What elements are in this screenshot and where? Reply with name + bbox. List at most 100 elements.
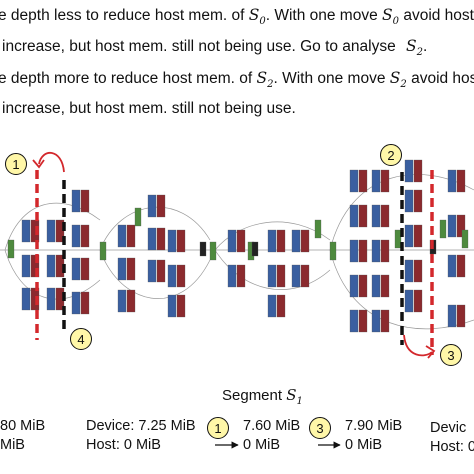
layer-block-blue: [21, 254, 31, 278]
layer-block-red: [176, 229, 186, 253]
instruction-line-2: increase, but host mem. still not being …: [2, 37, 427, 62]
layer-block-red: [380, 169, 390, 193]
small-node: [439, 219, 447, 239]
layer-block-blue: [447, 169, 457, 193]
small-node: [461, 229, 469, 249]
math-subscript: 0: [392, 16, 400, 28]
layer-block-blue: [349, 274, 359, 298]
segment-label: Segment S1: [222, 386, 303, 407]
move1-device-mem: 7.60 MiB: [243, 418, 301, 434]
s1-device-mem: Device: 7.25 MiB: [86, 418, 196, 434]
layer-block-blue: [267, 229, 277, 253]
math-symbol: S: [406, 37, 417, 55]
segment-symbol: S: [286, 386, 297, 404]
layer-block-blue: [267, 264, 277, 288]
math-subscript: 2: [400, 79, 407, 91]
right-host-mem: Host: 0: [430, 439, 474, 455]
small-node: [209, 241, 217, 261]
layer-block-blue: [404, 224, 414, 248]
small-node-dark: [251, 241, 259, 257]
layer-block-blue: [46, 287, 56, 311]
layer-block-blue: [117, 257, 127, 281]
layer-block-blue: [404, 189, 414, 213]
marker-3: 3: [440, 344, 462, 366]
layer-block-red: [300, 264, 310, 288]
instruction-line-4: increase, but host mem. still not being …: [2, 100, 296, 118]
layer-block-blue: [371, 204, 381, 228]
layer-block-blue: [349, 309, 359, 333]
right-device-mem: Devic: [430, 420, 467, 436]
network-graph-diagram: [0, 152, 474, 359]
small-node: [329, 241, 337, 261]
math-symbol: S: [248, 6, 260, 24]
instruction-text: increase, but host mem. still not being …: [2, 100, 296, 117]
layer-block-blue: [404, 289, 414, 313]
layer-block-blue: [267, 294, 277, 318]
layer-block-blue: [404, 259, 414, 283]
small-node-dark: [199, 241, 207, 257]
layer-block-blue: [21, 287, 31, 311]
layer-block-red: [380, 309, 390, 333]
layer-block-blue: [371, 274, 381, 298]
layer-block-blue: [371, 169, 381, 193]
layer-block-blue: [117, 289, 127, 313]
layer-block-red: [30, 287, 40, 311]
layer-block-red: [358, 274, 368, 298]
graph-edge: [99, 249, 211, 299]
layer-block-blue: [147, 227, 157, 251]
move3-device-mem: 7.90 MiB: [345, 418, 403, 434]
layer-block-blue: [167, 229, 177, 253]
layer-block-blue: [46, 254, 56, 278]
marker-2: 2: [380, 144, 402, 166]
layer-block-blue: [447, 214, 457, 238]
layer-block-red: [126, 289, 136, 313]
layer-block-blue: [349, 169, 359, 193]
instruction-text: e depth less to reduce host mem. of: [0, 7, 249, 24]
small-node: [7, 239, 15, 259]
layer-block-blue: [349, 239, 359, 263]
marker-1: 1: [5, 153, 27, 175]
instruction-text: avoid host: [399, 7, 474, 24]
layer-block-blue: [167, 264, 177, 288]
layer-block-blue: [291, 229, 301, 253]
graph-edge: [4, 249, 101, 300]
layer-block-red: [176, 294, 186, 318]
move-arrow-bottom: [403, 334, 433, 357]
instruction-line-1: e depth less to reduce host mem. of S0. …: [0, 6, 474, 31]
layer-block-blue: [147, 259, 157, 283]
segment-subscript: 1: [296, 396, 303, 407]
layer-block-red: [413, 259, 423, 283]
layer-block-blue: [291, 264, 301, 288]
layer-block-blue: [349, 204, 359, 228]
layer-block-red: [358, 239, 368, 263]
cut-lines: [35, 170, 434, 355]
layer-block-red: [126, 224, 136, 248]
layer-block-blue: [371, 309, 381, 333]
instruction-text: .: [423, 38, 428, 55]
instruction-line-3: e depth more to reduce host mem. of S2. …: [0, 69, 474, 94]
graph-blocks: [7, 159, 469, 333]
math-symbol: S: [256, 69, 268, 87]
left-host-mem: MiB: [0, 437, 25, 453]
layer-block-red: [456, 169, 466, 193]
layer-block-red: [236, 229, 246, 253]
marker-1-small: 1: [207, 417, 229, 439]
math-subscript: 0: [259, 16, 266, 28]
layer-block-red: [358, 204, 368, 228]
move-arrow-bottom-head: [425, 345, 436, 359]
graph-edge: [214, 249, 331, 290]
layer-block-blue: [227, 229, 237, 253]
small-node: [99, 241, 107, 261]
layer-block-red: [80, 257, 90, 281]
layer-block-red: [276, 264, 286, 288]
layer-block-red: [413, 189, 423, 213]
layer-block-red: [156, 227, 166, 251]
layer-block-red: [456, 254, 466, 278]
left-device-mem: 80 MiB: [0, 418, 46, 434]
small-node: [314, 219, 322, 239]
layer-block-red: [176, 264, 186, 288]
layer-block-blue: [447, 304, 457, 328]
move-arrow-top-head: [32, 159, 45, 169]
layer-block-red: [413, 224, 423, 248]
layer-block-blue: [447, 254, 457, 278]
